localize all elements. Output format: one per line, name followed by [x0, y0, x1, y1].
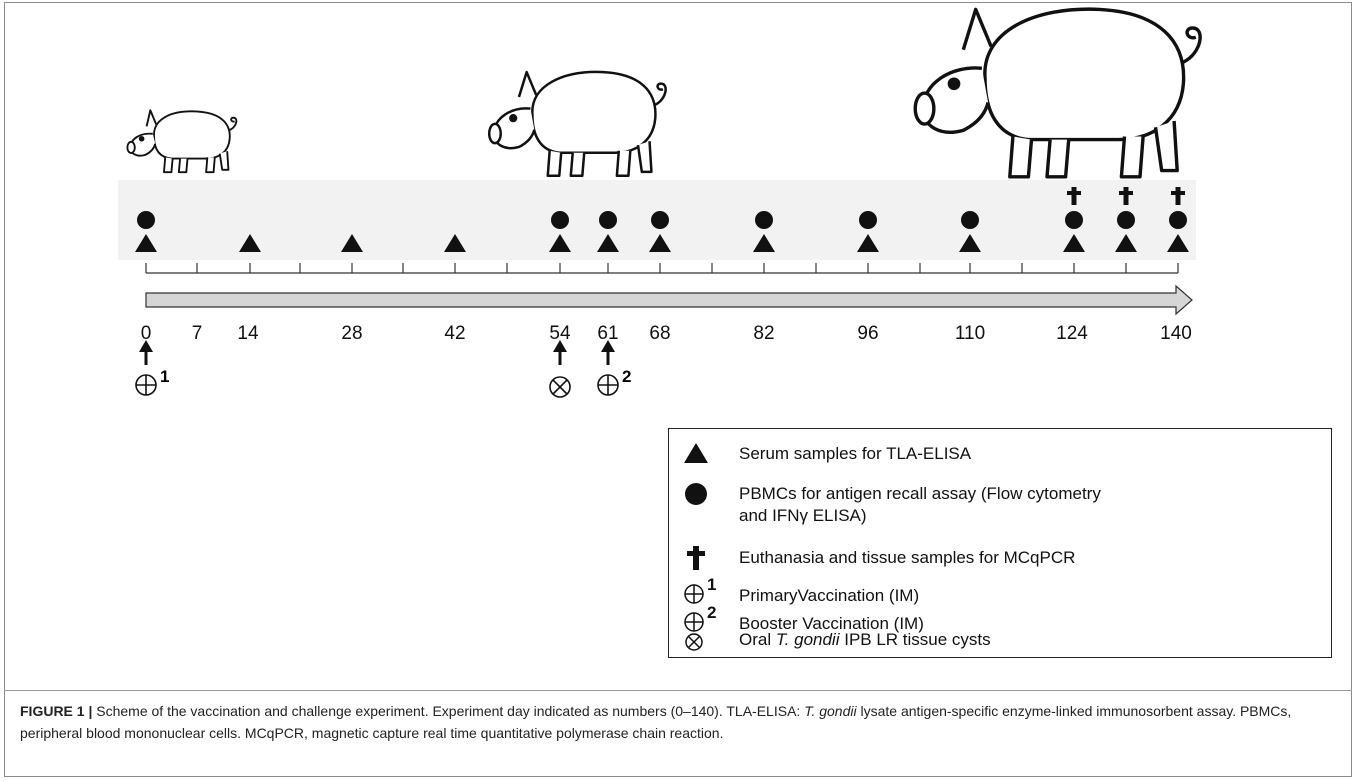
circle-mark-7 — [1065, 211, 1083, 229]
circle-mark-4 — [755, 211, 773, 229]
pig-large-icon — [913, 7, 1202, 179]
triangle-icon — [684, 443, 708, 463]
day-label-14: 14 — [237, 323, 259, 344]
cross-mark-1 — [1119, 187, 1133, 205]
triangle-mark-3 — [444, 234, 466, 252]
oplus-icon — [684, 612, 704, 632]
day-label-7: 7 — [192, 323, 203, 344]
day-label-42: 42 — [444, 323, 465, 344]
day-label-68: 68 — [649, 323, 670, 344]
circle-mark-3 — [651, 211, 669, 229]
day-label-82: 82 — [753, 323, 774, 344]
oplus-icon — [684, 584, 704, 604]
triangle-mark-12 — [1167, 234, 1189, 252]
triangle-mark-11 — [1115, 234, 1137, 252]
triangle-mark-9 — [959, 234, 981, 252]
day-label-28: 28 — [341, 323, 362, 344]
triangle-mark-5 — [597, 234, 619, 252]
circle-mark-8 — [1117, 211, 1135, 229]
day-label-0: 0 — [141, 323, 152, 344]
circle-icon — [685, 483, 707, 505]
triangle-mark-2 — [341, 234, 363, 252]
serum-sample-marks — [135, 234, 1189, 252]
caption-separator — [4, 690, 1352, 691]
triangle-mark-0 — [135, 234, 157, 252]
legend-text-primary: PrimaryVaccination (IM) — [739, 586, 920, 605]
timeline-diagram: 0 7 14 28 42 54 61 68 82 96 110 124 140 1 2 — [118, 7, 1202, 398]
triangle-mark-6 — [649, 234, 671, 252]
cross-icon — [687, 546, 705, 570]
circle-mark-9 — [1169, 211, 1187, 229]
figure-caption: FIGURE 1 | Scheme of the vaccination and… — [20, 703, 1292, 741]
legend-text-serum: Serum samples for TLA-ELISA — [739, 444, 972, 463]
legend-text-euthanasia: Euthanasia and tissue samples for MCqPCR — [739, 548, 1076, 567]
timeline-ticks — [145, 263, 1179, 273]
day-label-54: 54 — [549, 323, 571, 344]
legend-text-challenge: Oral T. gondii IPB LR tissue cysts — [739, 630, 991, 649]
circle-mark-5 — [859, 211, 877, 229]
booster-vaccination-event: 2 — [597, 340, 631, 396]
legend-box: Serum samples for TLA-ELISA PBMCs for an… — [668, 428, 1332, 658]
triangle-mark-4 — [549, 234, 571, 252]
challenge-event — [549, 340, 571, 398]
triangle-mark-7 — [753, 234, 775, 252]
legend-superscript-primary: 1 — [707, 575, 717, 594]
piglet-small-icon — [126, 109, 238, 174]
caption-label: FIGURE 1 | — [20, 703, 93, 719]
cross-mark-2 — [1171, 187, 1185, 205]
day-label-140: 140 — [1160, 323, 1192, 344]
pig-medium-icon — [487, 70, 667, 178]
pbmc-sample-marks — [137, 211, 1187, 229]
triangle-mark-1 — [239, 234, 261, 252]
circle-mark-2 — [599, 211, 617, 229]
circle-mark-6 — [961, 211, 979, 229]
primary-superscript: 1 — [160, 367, 169, 386]
primary-vaccination-event: 1 — [135, 340, 169, 396]
euthanasia-marks — [1067, 187, 1185, 205]
circle-mark-0 — [137, 211, 155, 229]
legend-text-booster: Booster Vaccination (IM) — [739, 614, 924, 633]
circle-mark-1 — [551, 211, 569, 229]
legend-superscript-booster: 2 — [707, 603, 717, 622]
triangle-mark-8 — [857, 234, 879, 252]
booster-superscript: 2 — [622, 367, 631, 386]
legend-text-pbmc-line2: and IFNγ ELISA) — [739, 506, 867, 525]
timeline-arrow — [145, 284, 1193, 316]
day-label-61: 61 — [597, 323, 618, 344]
day-label-96: 96 — [857, 323, 878, 344]
day-label-110: 110 — [955, 323, 985, 344]
day-label-124: 124 — [1056, 323, 1088, 344]
legend-text-pbmc-line1: PBMCs for antigen recall assay (Flow cyt… — [739, 484, 1101, 503]
cross-mark-0 — [1067, 187, 1081, 205]
otimes-icon — [685, 633, 703, 651]
triangle-mark-10 — [1063, 234, 1085, 252]
day-labels: 0 7 14 28 42 54 61 68 82 96 110 124 140 — [141, 323, 1192, 344]
